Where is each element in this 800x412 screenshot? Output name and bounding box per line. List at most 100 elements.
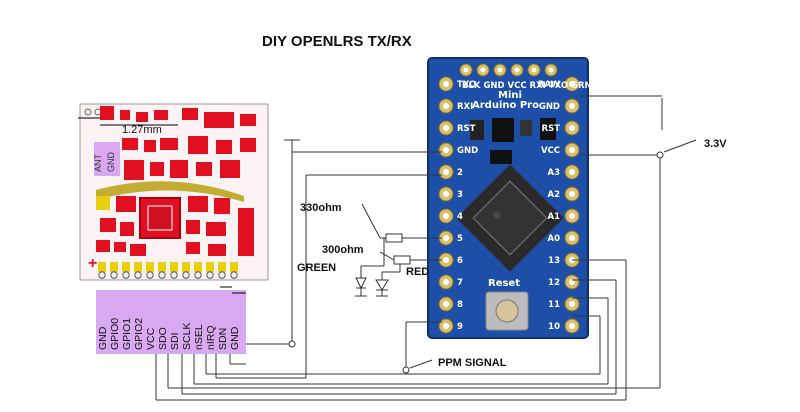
module-pin-label: SCLK [181,323,193,350]
arduino-left-pin-hole [443,323,449,329]
module-pin-label: SDI [169,332,181,350]
module-pin-label: GPIO2 [133,318,145,350]
module-pad [218,262,226,272]
module-pin-hole [110,271,118,279]
arduino-right-pin-label: RST [542,124,561,134]
arduino-right-pin-hole [569,81,575,87]
arduino-left-pin-label: 7 [457,278,463,288]
arduino-left-pin-label: 8 [457,300,463,310]
module-pad [146,262,154,272]
gnd-label: GND [106,152,116,173]
arduino-left-pin-hole [443,169,449,175]
arduino-right-pin-label: 10 [548,322,560,332]
module-pad [170,262,178,272]
module-pin-hole [158,271,166,279]
arduino-right-pin-label: A3 [548,168,561,178]
arduino-right-pin-hole [569,301,575,307]
module-pad [206,262,214,272]
module-pad [122,262,130,272]
module-pad [98,262,106,272]
arduino-left-pin-hole [443,81,449,87]
module-pin-hole [146,271,154,279]
module-pin-label: nSEL [193,324,205,350]
module-pin-label: nIRQ [205,325,217,350]
module-pin-label: VCC [145,327,157,350]
arduino-right-pin-label: 11 [548,300,560,310]
arduino-right-pin-hole [569,191,575,197]
arduino-top-pin-hole [531,67,537,73]
arduino-right-pin-hole [569,213,575,219]
reset-button[interactable] [485,291,529,331]
module-pin-label: SDO [157,327,169,350]
arduino-name-line2: Arduino Pro [472,100,539,111]
module-pad [158,262,166,272]
supply-label: 3.3V [704,138,727,150]
module-pin-label: GND [97,326,109,350]
arduino-right-pin-hole [569,103,575,109]
module-pin-label: SDN [217,328,229,350]
module-pin-hole [218,271,226,279]
red-led-label: RED [406,266,429,278]
atmega-chip [456,164,564,272]
svg-text:+: + [88,255,97,272]
module-pad [110,262,118,272]
arduino-right-pin-hole [569,323,575,329]
rf-module: 1.27mm + ANT GND [78,103,269,281]
arduino-left-pin-hole [443,147,449,153]
diagram-title: DIY OPENLRS TX/RX [262,33,412,50]
arduino-left-pin-hole [443,125,449,131]
arduino-left-pin-label: 6 [457,256,463,266]
arduino-right-pin-label: GND [539,102,560,112]
arduino-top-pin-hole [514,67,520,73]
arduino-top-pin-hole [480,67,486,73]
resistor-300-label: 300ohm [322,244,364,256]
dimension-label: 1.27mm [122,124,162,136]
module-pin-hole [194,271,202,279]
arduino-left-pin-hole [443,279,449,285]
wiring: 3.3V [155,95,727,401]
reset-label: Reset [488,278,520,289]
arduino-pro-mini: BLK GND VCC RXI TXO GRN Mini Arduino Pro… [427,57,592,339]
svg-text:+: + [247,111,256,128]
arduino-right-pin-label: VCC [541,146,560,156]
module-pin-hole [182,271,190,279]
module-pin-label: GND [229,326,241,350]
arduino-left-pin-label: 3 [457,190,463,200]
led-red [375,271,400,297]
ant-label: ANT [93,153,103,172]
arduino-left-pin-label: 5 [457,234,463,244]
arduino-right-pin-hole [569,125,575,131]
arduino-right-pin-label: RAW [538,80,561,90]
arduino-right-pin-label: 12 [548,278,560,288]
arduino-left-pin-hole [443,235,449,241]
arduino-right-pin-hole [569,169,575,175]
module-pin-hole [98,271,106,279]
arduino-right-pin-label: 13 [548,256,560,266]
arduino-left-pin-hole [443,257,449,263]
arduino-left-pin-hole [443,213,449,219]
arduino-left-pin-hole [443,191,449,197]
arduino-right-pin-label: A0 [548,234,561,244]
module-pad [134,262,142,272]
arduino-left-pin-hole [443,103,449,109]
arduino-left-pin-label: 2 [457,168,463,178]
led-green [355,265,384,297]
arduino-left-pin-hole [443,301,449,307]
arduino-left-pin-label: RXI [457,102,473,112]
arduino-name-line1: Mini [498,90,522,101]
module-pin-hole [122,271,130,279]
module-pin-hole [170,271,178,279]
green-led-label: GREEN [297,262,336,274]
arduino-right-pin-label: A1 [548,212,561,222]
arduino-right-pin-hole [569,235,575,241]
module-pin-label: GPIO1 [121,318,133,350]
arduino-top-pin-hole [497,67,503,73]
arduino-right-pin-label: A2 [548,190,561,200]
arduino-left-pin-label: 9 [457,322,463,332]
module-pad [194,262,202,272]
arduino-top-pin-labels: BLK GND VCC RXI TXO GRN [462,81,592,91]
module-pad [230,262,238,272]
arduino-top-pin-hole [548,67,554,73]
